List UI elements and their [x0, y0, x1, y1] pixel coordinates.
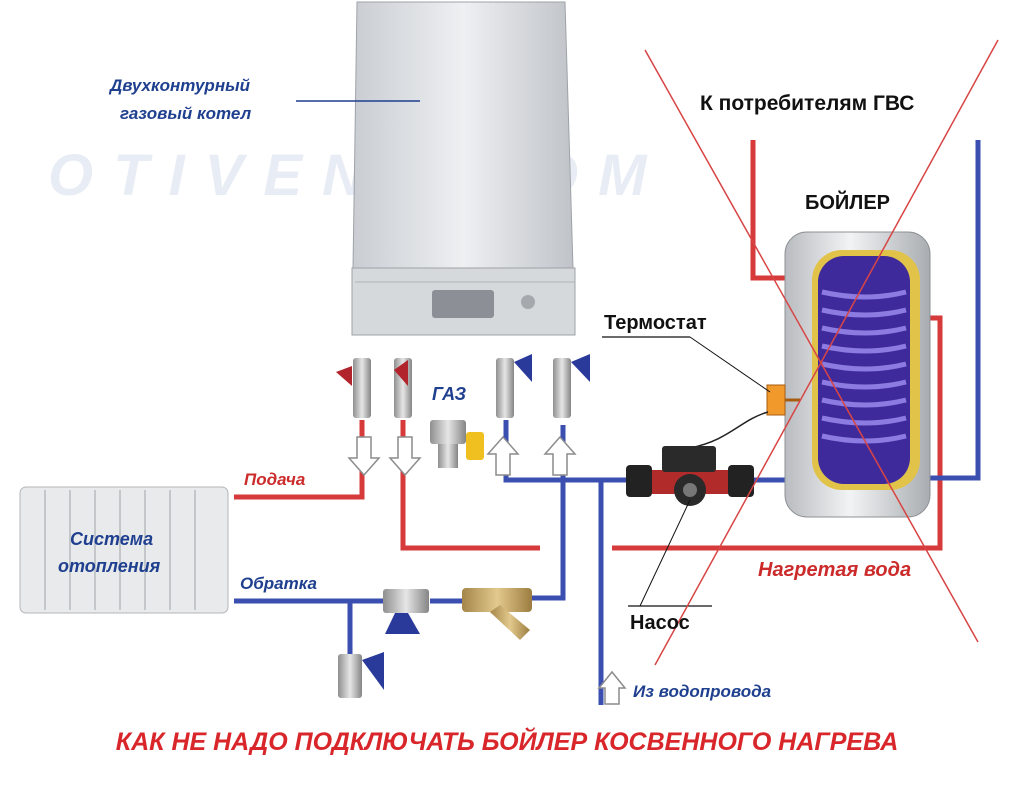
storage-tank	[784, 231, 931, 518]
gas-boiler	[351, 1, 576, 336]
heating-label-line2: отопления	[58, 556, 161, 576]
consumers-label: К потребителям ГВС	[700, 92, 915, 115]
pump-pointer-leader	[639, 499, 691, 607]
tank-label: БОЙЛЕР	[805, 192, 891, 214]
water-supply-label: Из водопровода	[633, 682, 772, 701]
thermostat-pointer-leader	[689, 336, 771, 393]
flow-arrows	[347, 435, 627, 705]
page-title: КАК НЕ НАДО ПОДКЛЮЧАТЬ БОЙЛЕР КОСВЕННОГО…	[115, 728, 899, 756]
drain-valve	[338, 652, 384, 698]
strainer-filter	[462, 588, 532, 640]
cold-inlet-valve	[496, 354, 532, 418]
thermostat-label: Термостат	[604, 312, 707, 334]
circulation-pump	[626, 446, 754, 506]
cross-out	[644, 39, 999, 666]
gas-valve	[430, 420, 484, 468]
return-ball-valve	[383, 589, 429, 634]
supply-label: Подача	[244, 470, 306, 489]
pump-label: Насос	[630, 612, 690, 634]
return-label: Обратка	[240, 574, 317, 593]
boiler-label-line1: Двухконтурный	[110, 76, 250, 95]
thermostat	[689, 384, 800, 449]
heating-label-line1: Система	[70, 529, 154, 549]
radiator	[19, 486, 229, 614]
boiler-label-line2: газовый котел	[120, 104, 252, 123]
heated-water-label: Нагретая вода	[758, 559, 912, 581]
gas-label: ГАЗ	[432, 384, 467, 404]
supply-valve	[336, 358, 371, 418]
hot-outlet-valve	[553, 354, 590, 418]
return-valve	[394, 358, 412, 418]
